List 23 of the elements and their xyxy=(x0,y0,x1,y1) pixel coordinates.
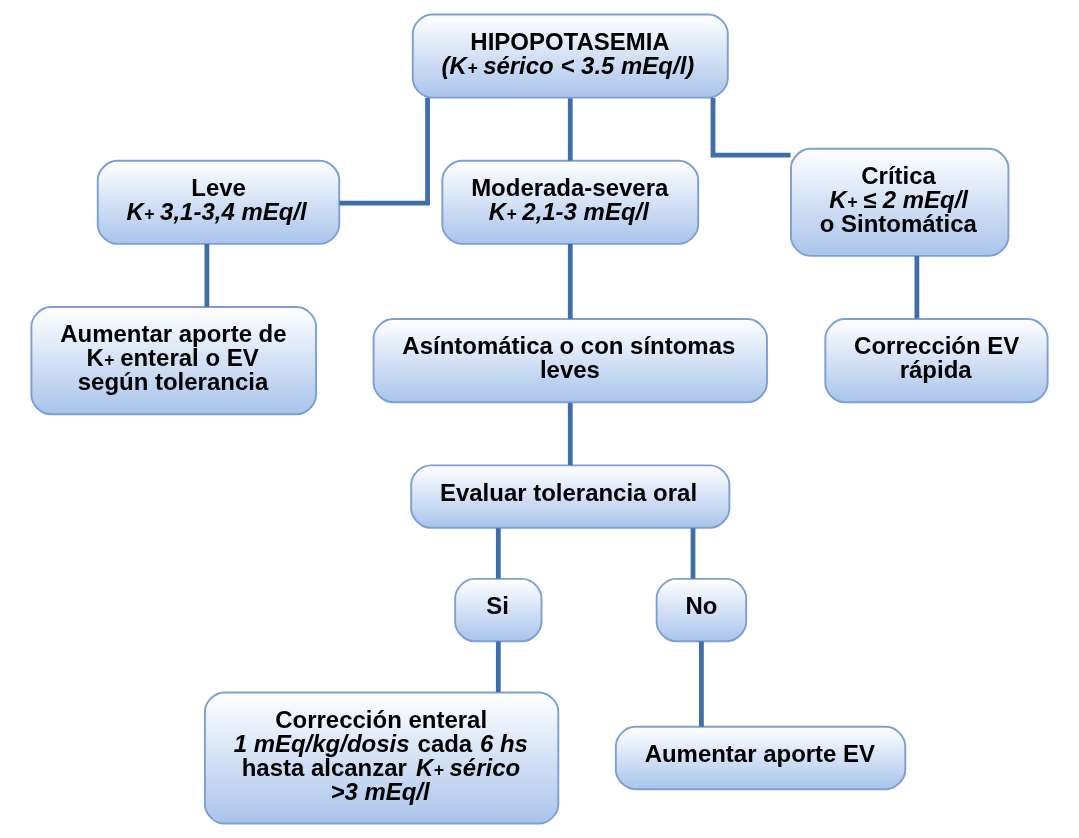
connector xyxy=(914,255,920,319)
connector xyxy=(495,641,501,692)
node-box: Asíntomática o con síntomas leves xyxy=(372,318,768,404)
connector xyxy=(699,641,704,727)
node-box: Moderada-severa K+ 2,1-3 mEq/l xyxy=(441,159,700,245)
node-box: Si xyxy=(454,577,543,643)
node-box: Leve K+ 3,1-3,4 mEq/l xyxy=(96,159,341,245)
connector xyxy=(339,97,430,206)
node-box: Crítica K+ ≤ 2 mEq/l o Sintomática xyxy=(790,147,1010,257)
connector xyxy=(567,98,573,161)
node-box: HIPOPOTASEMIA (K+ sérico < 3.5 mEq/l) xyxy=(411,13,729,99)
connector xyxy=(495,528,501,579)
connector xyxy=(567,243,573,319)
connector xyxy=(710,98,791,158)
node-box: Aumentar aporte EV xyxy=(614,725,907,791)
connector xyxy=(690,528,696,579)
node-box: Corrección EV rápida xyxy=(824,318,1049,404)
connector xyxy=(567,402,573,466)
connector xyxy=(204,243,210,307)
node-box: No xyxy=(655,577,748,643)
node-box: Aumentar aporte de K+ enteral o EV según tolerancia xyxy=(30,306,317,416)
node-box: Corrección enteral 1 mEq/kg/dosis cada 6 hs hasta alcanzar K+ sérico >3 mEq/l xyxy=(203,691,560,825)
node-box: Evaluar tolerancia oral xyxy=(410,464,731,529)
